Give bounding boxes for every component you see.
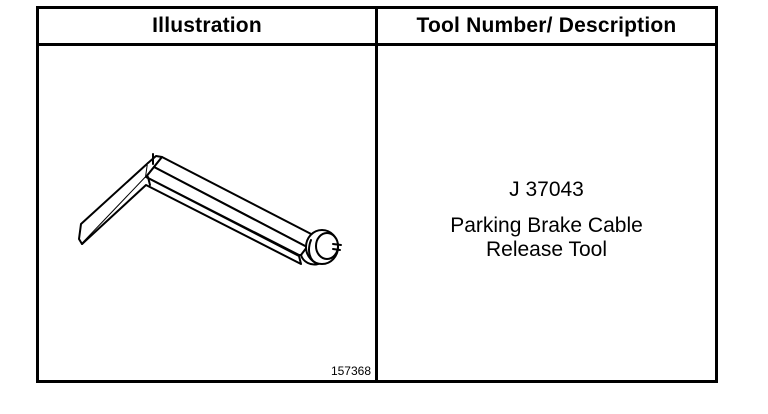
illustration-cell: 157368 <box>39 46 375 380</box>
column-divider <box>375 9 378 380</box>
description-cell: J 37043 Parking Brake Cable Release Tool <box>378 46 715 380</box>
tool-table: Illustration Tool Number/ Description <box>36 6 718 383</box>
release-tool-drawing-icon <box>78 153 342 266</box>
tool-description: Parking Brake Cable Release Tool <box>378 214 715 262</box>
header-illustration: Illustration <box>152 14 262 37</box>
tool-description-line-2: Release Tool <box>485 238 608 261</box>
tool-number: J 37043 <box>509 178 584 201</box>
tool-description-line-1: Parking Brake Cable <box>450 214 643 237</box>
figure-number: 157368 <box>330 364 371 378</box>
header-tool-number-description: Tool Number/ Description <box>416 14 677 37</box>
